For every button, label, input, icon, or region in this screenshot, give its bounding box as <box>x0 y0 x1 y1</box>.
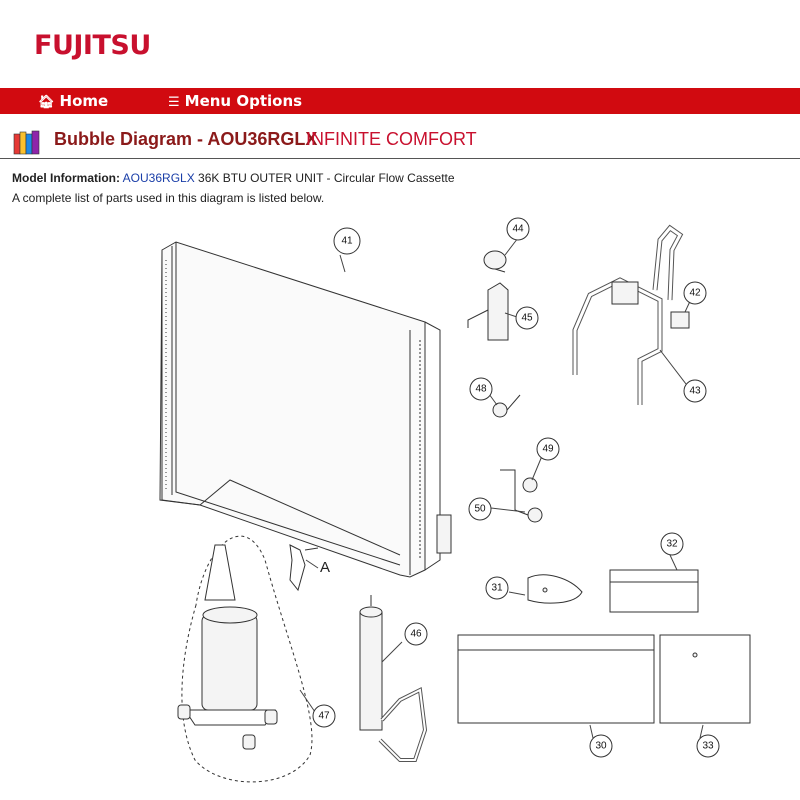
page-subtitle: INFINITE COMFORT <box>306 129 477 149</box>
part-42[interactable] <box>670 311 690 329</box>
bubble-43[interactable]: 43 <box>683 379 707 403</box>
sensor-part-a[interactable] <box>289 544 319 592</box>
part-32-panel[interactable] <box>609 569 699 613</box>
bubble-49-label: 49 <box>542 444 554 455</box>
bubble-31-label: 31 <box>491 583 503 594</box>
accumulator-part[interactable] <box>359 595 428 762</box>
part-33-panel[interactable] <box>659 634 751 724</box>
bubble-44[interactable]: 44 <box>506 217 530 241</box>
bubble-30-label: 30 <box>595 741 607 752</box>
bubble-48-label: 48 <box>475 384 487 395</box>
bubble-46-label: 46 <box>410 629 422 640</box>
title-bar <box>0 124 800 159</box>
bubble-32-label: 32 <box>666 539 678 550</box>
part-31[interactable] <box>527 574 583 604</box>
bubble-42-label: 42 <box>689 288 701 299</box>
nav-home-label: Home <box>59 92 109 110</box>
bubble-43-label: 43 <box>689 386 701 397</box>
nav-home[interactable]: 🏠︎ Home <box>38 88 108 114</box>
bubble-41[interactable]: 41 <box>333 227 361 255</box>
compressor-part[interactable] <box>177 535 313 783</box>
bubble-45[interactable]: 45 <box>515 306 539 330</box>
bubble-33-label: 33 <box>702 741 714 752</box>
bubble-50[interactable]: 50 <box>468 497 492 521</box>
nav-menu-options[interactable]: ☰ Menu Options <box>168 88 302 114</box>
nav-menu-label: Menu Options <box>184 92 303 110</box>
fujitsu-logo[interactable]: FUJITSU <box>34 30 151 61</box>
bubble-30[interactable]: 30 <box>589 734 613 758</box>
bubble-47-label: 47 <box>318 711 330 722</box>
home-icon: 🏠︎ <box>38 95 55 110</box>
model-description: 36K BTU OUTER UNIT - Circular Flow Casse… <box>198 171 455 185</box>
bubble-44-label: 44 <box>512 224 524 235</box>
bubble-41-label: 41 <box>341 236 353 247</box>
bubble-45-label: 45 <box>521 313 533 324</box>
menu-icon: ☰ <box>168 95 180 110</box>
bubble-50-label: 50 <box>474 504 486 515</box>
callout-letter-a: A <box>320 559 330 576</box>
part-30-panel[interactable] <box>457 634 655 724</box>
bubble-46[interactable]: 46 <box>404 622 428 646</box>
bubble-47[interactable]: 47 <box>312 704 336 728</box>
bubble-42[interactable]: 42 <box>683 281 707 305</box>
model-info: Model Information: AOU36RGLX 36K BTU OUT… <box>12 171 455 185</box>
bubble-48[interactable]: 48 <box>469 377 493 401</box>
main-navbar: 🏠︎ Home ☰ Menu Options <box>0 88 800 114</box>
part-44[interactable] <box>483 250 507 273</box>
parts-note: A complete list of parts used in this di… <box>12 191 325 205</box>
bubble-49[interactable]: 49 <box>536 437 560 461</box>
part-48[interactable] <box>492 394 521 418</box>
condenser-coil-part[interactable] <box>159 241 452 578</box>
model-link[interactable]: AOU36RGLX <box>122 171 195 185</box>
books-icon <box>13 130 40 155</box>
valve-assembly-part[interactable] <box>572 224 684 405</box>
bubble-32[interactable]: 32 <box>660 532 684 556</box>
bubble-33[interactable]: 33 <box>696 734 720 758</box>
bubble-31[interactable]: 31 <box>485 576 509 600</box>
page-title: Bubble Diagram - AOU36RGLX <box>54 129 318 149</box>
model-info-label: Model Information: <box>12 171 120 185</box>
part-45[interactable] <box>467 282 509 341</box>
part-49-50[interactable] <box>500 469 543 523</box>
